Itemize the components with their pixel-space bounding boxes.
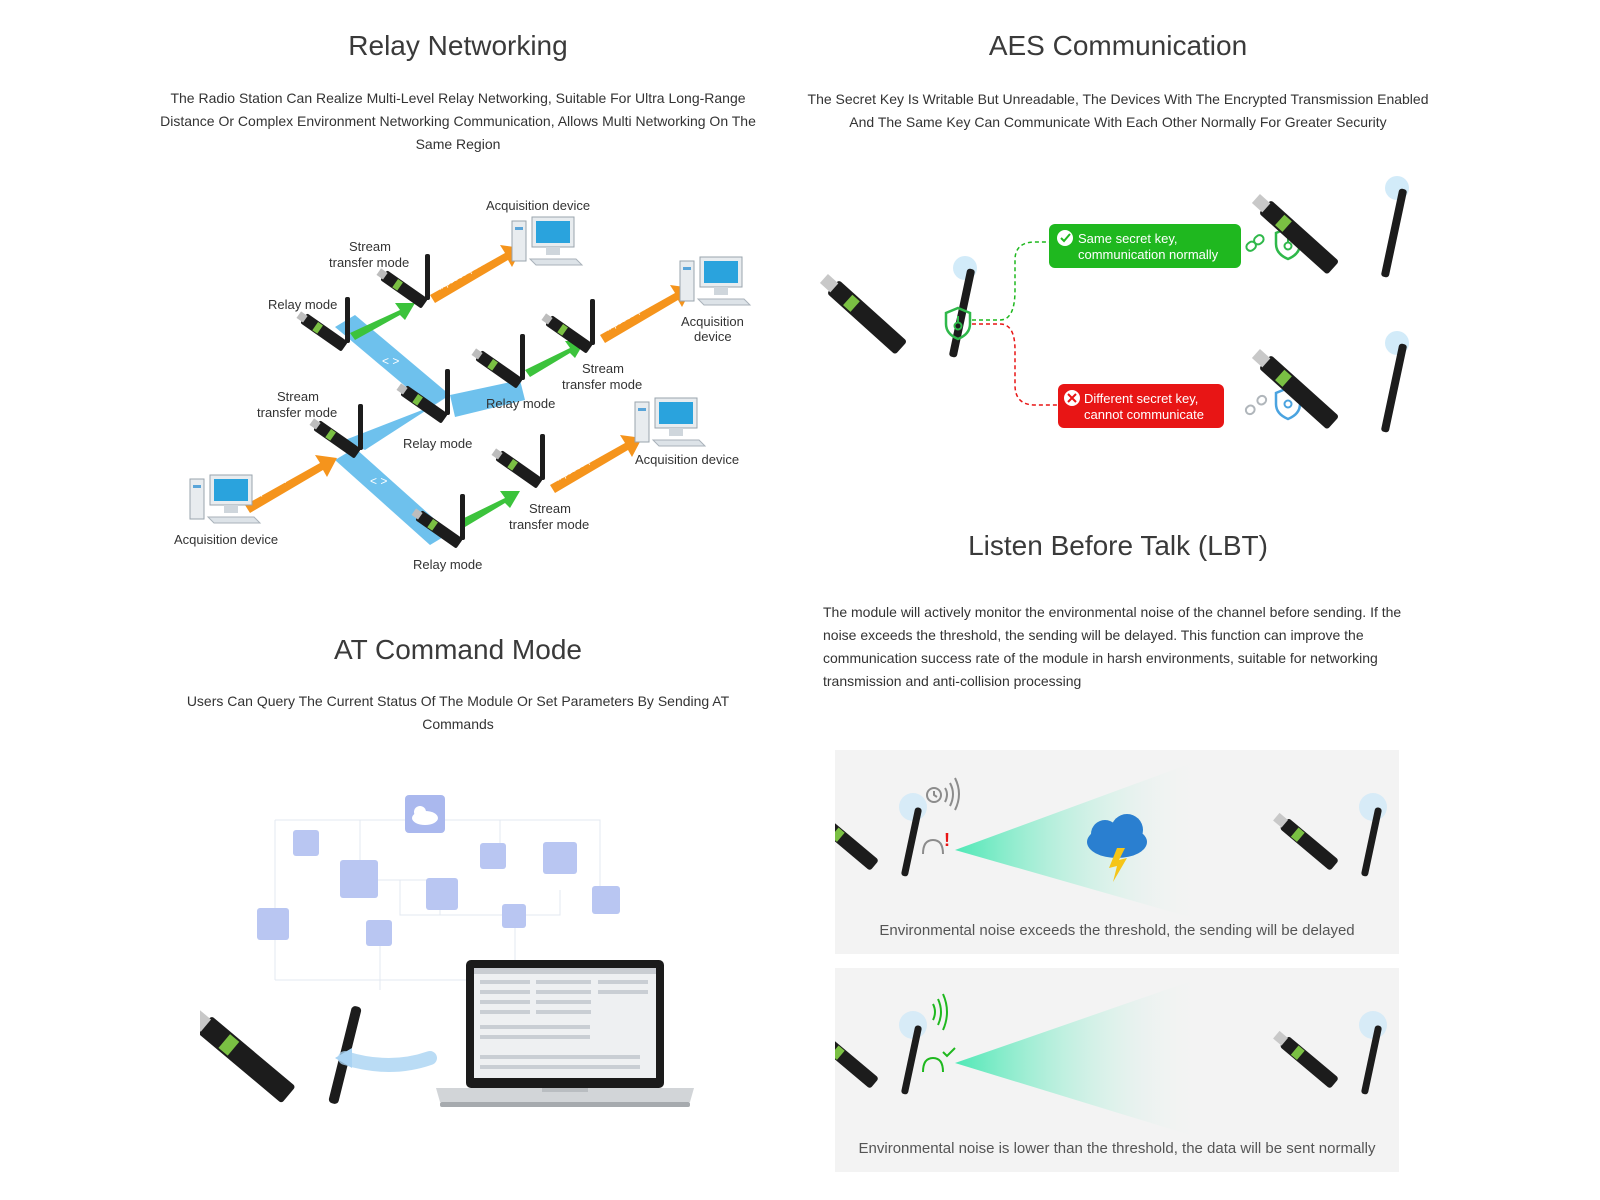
io-arrow-bottom-right: input/output data xyxy=(550,435,642,493)
aes-title: AES Communication xyxy=(988,30,1248,61)
shield-key-icon xyxy=(944,306,972,341)
svg-text:!: ! xyxy=(944,830,950,850)
cloud-icon xyxy=(405,795,445,833)
signal-beam xyxy=(955,760,1200,920)
usb-radio-module-icon xyxy=(1251,331,1409,433)
clock-signal-icon xyxy=(926,777,960,811)
stream-arrow-top xyxy=(350,303,415,340)
label-relay-mode: Relay mode xyxy=(403,436,472,451)
monitor-icon xyxy=(543,842,577,874)
io-arrow-top: input/output data xyxy=(430,245,522,303)
shield-key-icon xyxy=(1274,386,1302,421)
usb-radio-module-icon xyxy=(1273,1011,1387,1095)
link-icon xyxy=(1245,234,1265,252)
relay-module-icon xyxy=(471,334,525,389)
stream-module-icon xyxy=(491,434,545,489)
label-relay-mode: Relay mode xyxy=(413,557,482,572)
io-arrow-right: input/output data xyxy=(600,285,692,343)
label-transfer-mode: transfer mode xyxy=(329,255,409,270)
svg-text:< >: < > xyxy=(382,354,399,368)
relay-title: Relay Networking xyxy=(348,30,568,61)
label-acquisition: Acquisition xyxy=(681,314,744,329)
computer-icon xyxy=(634,397,706,447)
svg-text:Same secret key,: Same secret key, xyxy=(1078,231,1177,246)
computer-icon xyxy=(189,474,261,524)
form-icon xyxy=(426,878,458,910)
gauge-icon xyxy=(293,830,319,856)
signal-icon xyxy=(932,993,948,1031)
svg-text:< >: < > xyxy=(370,474,387,488)
listening-ok-icon xyxy=(922,1047,956,1073)
bar-chart-icon xyxy=(592,886,620,914)
data-flow-arrow xyxy=(338,1051,437,1072)
error-link-line xyxy=(972,323,1060,406)
label-transfer-mode: transfer mode xyxy=(257,405,337,420)
label-relay-mode: Relay mode xyxy=(486,396,555,411)
stream-arrow-mid xyxy=(525,341,585,377)
settings-doc-icon xyxy=(480,843,506,869)
computer-icon xyxy=(511,216,583,266)
lbt-delayed-panel: ! Environmental noise exceeds the thresh… xyxy=(835,750,1399,954)
computer-icon xyxy=(679,256,751,306)
lbt-normal-panel: Environmental noise is lower than the th… xyxy=(835,968,1399,1172)
aes-description: The Secret Key Is Writable But Unreadabl… xyxy=(807,91,1429,130)
svg-text:cannot communicate: cannot communicate xyxy=(1084,407,1204,422)
signal-beam xyxy=(955,978,1200,1138)
usb-radio-module-icon xyxy=(835,1011,927,1095)
label-stream: Stream xyxy=(582,361,624,376)
aes-diagram: Same secret key, communication normally … xyxy=(820,176,1409,433)
contacts-icon xyxy=(257,908,289,940)
lbt-delayed-caption: Environmental noise exceeds the threshol… xyxy=(879,922,1355,939)
svg-text:communication normally: communication normally xyxy=(1078,247,1219,262)
different-key-badge: Different secret key, cannot communicate xyxy=(1058,384,1224,428)
listening-warning-icon: ! xyxy=(922,830,950,855)
relay-description: The Radio Station Can Realize Multi-Leve… xyxy=(160,90,756,152)
relay-path-upper xyxy=(335,315,450,407)
at-command-diagram xyxy=(200,795,694,1107)
refresh-icon xyxy=(366,920,392,946)
usb-radio-module-icon xyxy=(820,256,977,358)
label-stream: Stream xyxy=(277,389,319,404)
svg-text:Different secret key,: Different secret key, xyxy=(1084,391,1198,406)
same-key-badge: Same secret key, communication normally xyxy=(1049,224,1241,268)
usb-radio-module-icon xyxy=(1251,176,1409,278)
relay-path-center xyxy=(345,395,450,450)
label-stream: Stream xyxy=(529,501,571,516)
label-relay-mode: Relay mode xyxy=(268,297,337,312)
laptop-icon xyxy=(436,960,694,1107)
label-acquisition-device: Acquisition device xyxy=(635,452,739,467)
relay-module-icon xyxy=(411,494,465,549)
broken-link-icon xyxy=(1244,394,1268,416)
storm-cloud-icon xyxy=(1087,814,1147,882)
label-transfer-mode: transfer mode xyxy=(562,377,642,392)
label-acquisition-device: Acquisition device xyxy=(486,198,590,213)
at-title: AT Command Mode xyxy=(334,634,582,665)
search-doc-icon xyxy=(340,860,378,898)
usb-radio-module-icon xyxy=(835,793,927,877)
usb-radio-module-icon xyxy=(200,1006,362,1104)
usb-radio-module-icon xyxy=(1273,793,1387,877)
at-description: Users Can Query The Current Status Of Th… xyxy=(186,693,730,732)
label-device: device xyxy=(694,329,732,344)
label-transfer-mode: transfer mode xyxy=(509,517,589,532)
relay-network-diagram: < > < > input/output data input/output d… xyxy=(174,198,751,572)
lbt-normal-caption: Environmental noise is lower than the th… xyxy=(858,1140,1376,1157)
label-acquisition-device: Acquisition device xyxy=(174,532,278,547)
io-arrow-left: input/output data xyxy=(245,455,337,513)
lbt-description: The module will actively monitor the env… xyxy=(823,604,1402,689)
lbt-title: Listen Before Talk (LBT) xyxy=(968,530,1268,561)
ok-link-line xyxy=(972,241,1050,321)
data-bars-icon xyxy=(502,904,526,928)
stream-arrow-bottom xyxy=(460,491,520,527)
relay-path-mid xyxy=(450,380,525,417)
label-stream: Stream xyxy=(349,239,391,254)
